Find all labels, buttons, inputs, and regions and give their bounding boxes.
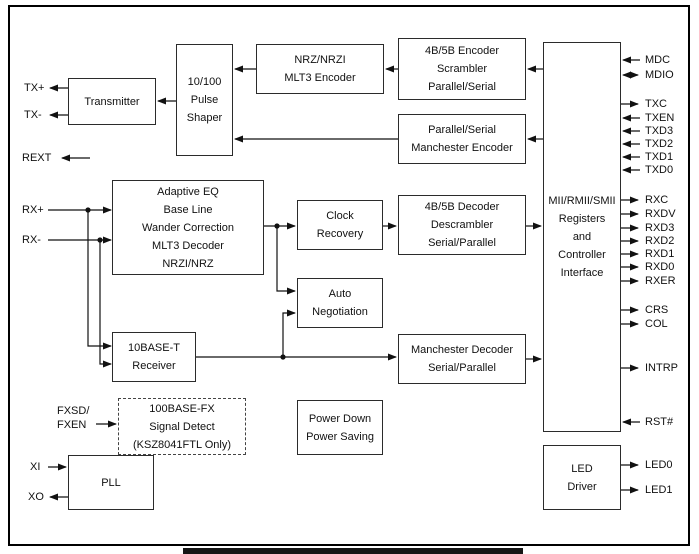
scan-artifact-bar: [183, 548, 523, 554]
pin-label-rxm: RX-: [22, 234, 41, 246]
block-label-line: and: [572, 231, 592, 243]
pin-label-fxen: FXEN: [57, 419, 87, 431]
pin-label-rst: RST#: [645, 416, 674, 428]
block-100basefx-signal-detect: 100BASE-FX Signal Detect (KSZ8041FTL Onl…: [118, 398, 246, 455]
pin-label-rext: REXT: [22, 152, 52, 164]
block-label-line: MII/RMII/SMII: [548, 195, 616, 207]
block-pll: PLL: [68, 455, 154, 510]
block-4b5b-decoder: 4B/5B Decoder Descrambler Serial/Paralle…: [398, 195, 526, 255]
block-label-line: Serial/Parallel: [428, 237, 496, 249]
pin-label-rxd1: RXD1: [645, 248, 675, 260]
block-label-line: Signal Detect: [149, 420, 215, 433]
pin-label-rxd3: RXD3: [645, 222, 675, 234]
pin-label-txc: TXC: [645, 98, 667, 110]
pin-label-mdio: MDIO: [645, 69, 674, 81]
pin-label-txen: TXEN: [645, 112, 675, 124]
block-label-line: Base Line: [163, 203, 213, 216]
block-label-line: Controller: [558, 249, 606, 261]
junction-dot: [85, 207, 91, 213]
block-10baset-receiver: 10BASE-T Receiver: [112, 332, 196, 382]
pin-label-led1: LED1: [645, 484, 673, 496]
block-label-line: Parallel/Serial: [428, 81, 496, 93]
block-label-line: Receiver: [132, 360, 176, 372]
block-label-line: Parallel/Serial: [428, 124, 496, 136]
block-label-line: NRZI/NRZ: [162, 257, 214, 270]
block-label-line: Recovery: [316, 228, 364, 240]
junction-dot: [274, 223, 280, 229]
pin-label-fxsd: FXSD/: [57, 405, 90, 417]
block-label-line: Pulse: [190, 94, 219, 106]
block-label-line: Driver: [567, 480, 597, 493]
pin-label-crs: CRS: [645, 304, 669, 316]
block-label-line: Descrambler: [430, 219, 494, 231]
pin-label-xo: XO: [28, 491, 44, 503]
block-label-line: 4B/5B Encoder: [425, 45, 499, 57]
pin-label-txd1: TXD1: [645, 151, 674, 163]
junction-dot: [97, 237, 103, 243]
block-manchester-decoder: Manchester Decoder Serial/Parallel: [398, 334, 526, 384]
block-label-line: Scrambler: [436, 63, 488, 75]
pin-label-txp: TX+: [24, 82, 45, 94]
block-label-line: Power Down: [308, 412, 372, 425]
block-label-line: Transmitter: [84, 95, 140, 108]
pin-label-rxdv: RXDV: [645, 208, 676, 220]
block-label-line: MLT3 Decoder: [152, 239, 224, 252]
block-label-line: Power Saving: [306, 430, 374, 443]
pin-label-txd0: TXD0: [645, 164, 674, 176]
pin-label-rxd0: RXD0: [645, 261, 675, 273]
block-label-line: Negotiation: [312, 306, 368, 318]
block-label-line: Manchester Decoder: [410, 344, 514, 356]
block-label-line: NRZ/NRZI: [294, 54, 346, 66]
junction-dot: [280, 354, 286, 360]
pin-label-txd3: TXD3: [645, 125, 674, 137]
block-label-line: 4B/5B Decoder: [424, 201, 500, 213]
block-label-line: Manchester Encoder: [411, 142, 513, 154]
pin-label-rxd2: RXD2: [645, 235, 675, 247]
block-label-line: Adaptive EQ: [157, 185, 219, 198]
block-mii-interface: MII/RMII/SMII Registers and Controller I…: [543, 42, 621, 432]
wires: [48, 56, 640, 501]
block-clock-recovery: Clock Recovery: [297, 200, 383, 250]
block-auto-negotiation: Auto Negotiation: [297, 278, 383, 328]
block-label-line: Clock: [326, 210, 354, 222]
block-label-line: MLT3 Encoder: [284, 72, 356, 84]
diagram-border: [8, 5, 690, 546]
block-4b5b-encoder: 4B/5B Encoder Scrambler Parallel/Serial: [398, 38, 526, 100]
wire-rxm-to-10baset: [99, 240, 112, 368]
pin-label-mdc: MDC: [645, 54, 671, 66]
block-label-line: PLL: [101, 476, 121, 489]
block-label-line: (KSZ8041FTL Only): [132, 438, 231, 451]
pin-label-rxc: RXC: [645, 194, 669, 206]
block-power: Power Down Power Saving: [297, 400, 383, 455]
block-label-line: Shaper: [186, 112, 223, 124]
pin-label-led0: LED0: [645, 459, 673, 471]
pin-label-xi: XI: [30, 461, 41, 473]
pin-label-rxer: RXER: [645, 275, 676, 287]
block-pulse-shaper: 10/100 Pulse Shaper: [176, 44, 233, 156]
wire-rxp-to-10baset: [87, 210, 112, 350]
block-label-line: Auto: [328, 288, 352, 300]
block-manchester-encoder: Parallel/Serial Manchester Encoder: [398, 114, 526, 164]
block-label-line: Wander Correction: [142, 221, 234, 234]
block-adaptive-eq: Adaptive EQ Base Line Wander Correction …: [112, 180, 264, 275]
block-mlt3-encoder: NRZ/NRZI MLT3 Encoder: [256, 44, 384, 94]
wire-branch-to-autoneg-upper: [276, 226, 296, 295]
block-transmitter: Transmitter: [68, 78, 156, 125]
block-label-line: LED: [571, 462, 593, 475]
block-label-line: 10BASE-T: [128, 342, 180, 354]
pin-label-intrp: INTRP: [645, 362, 678, 374]
block-label-line: Registers: [558, 213, 606, 225]
wire-branch-to-autoneg-lower: [282, 309, 296, 357]
block-led-driver: LED Driver: [543, 445, 621, 510]
pin-label-col: COL: [645, 318, 668, 330]
block-label-line: 10/100: [187, 76, 222, 88]
pin-label-txd2: TXD2: [645, 138, 674, 150]
block-label-line: 100BASE-FX: [149, 402, 215, 415]
block-label-line: Interface: [560, 267, 604, 279]
block-label-line: Serial/Parallel: [428, 362, 496, 374]
pin-label-txm: TX-: [24, 109, 42, 121]
pin-label-rxp: RX+: [22, 204, 44, 216]
